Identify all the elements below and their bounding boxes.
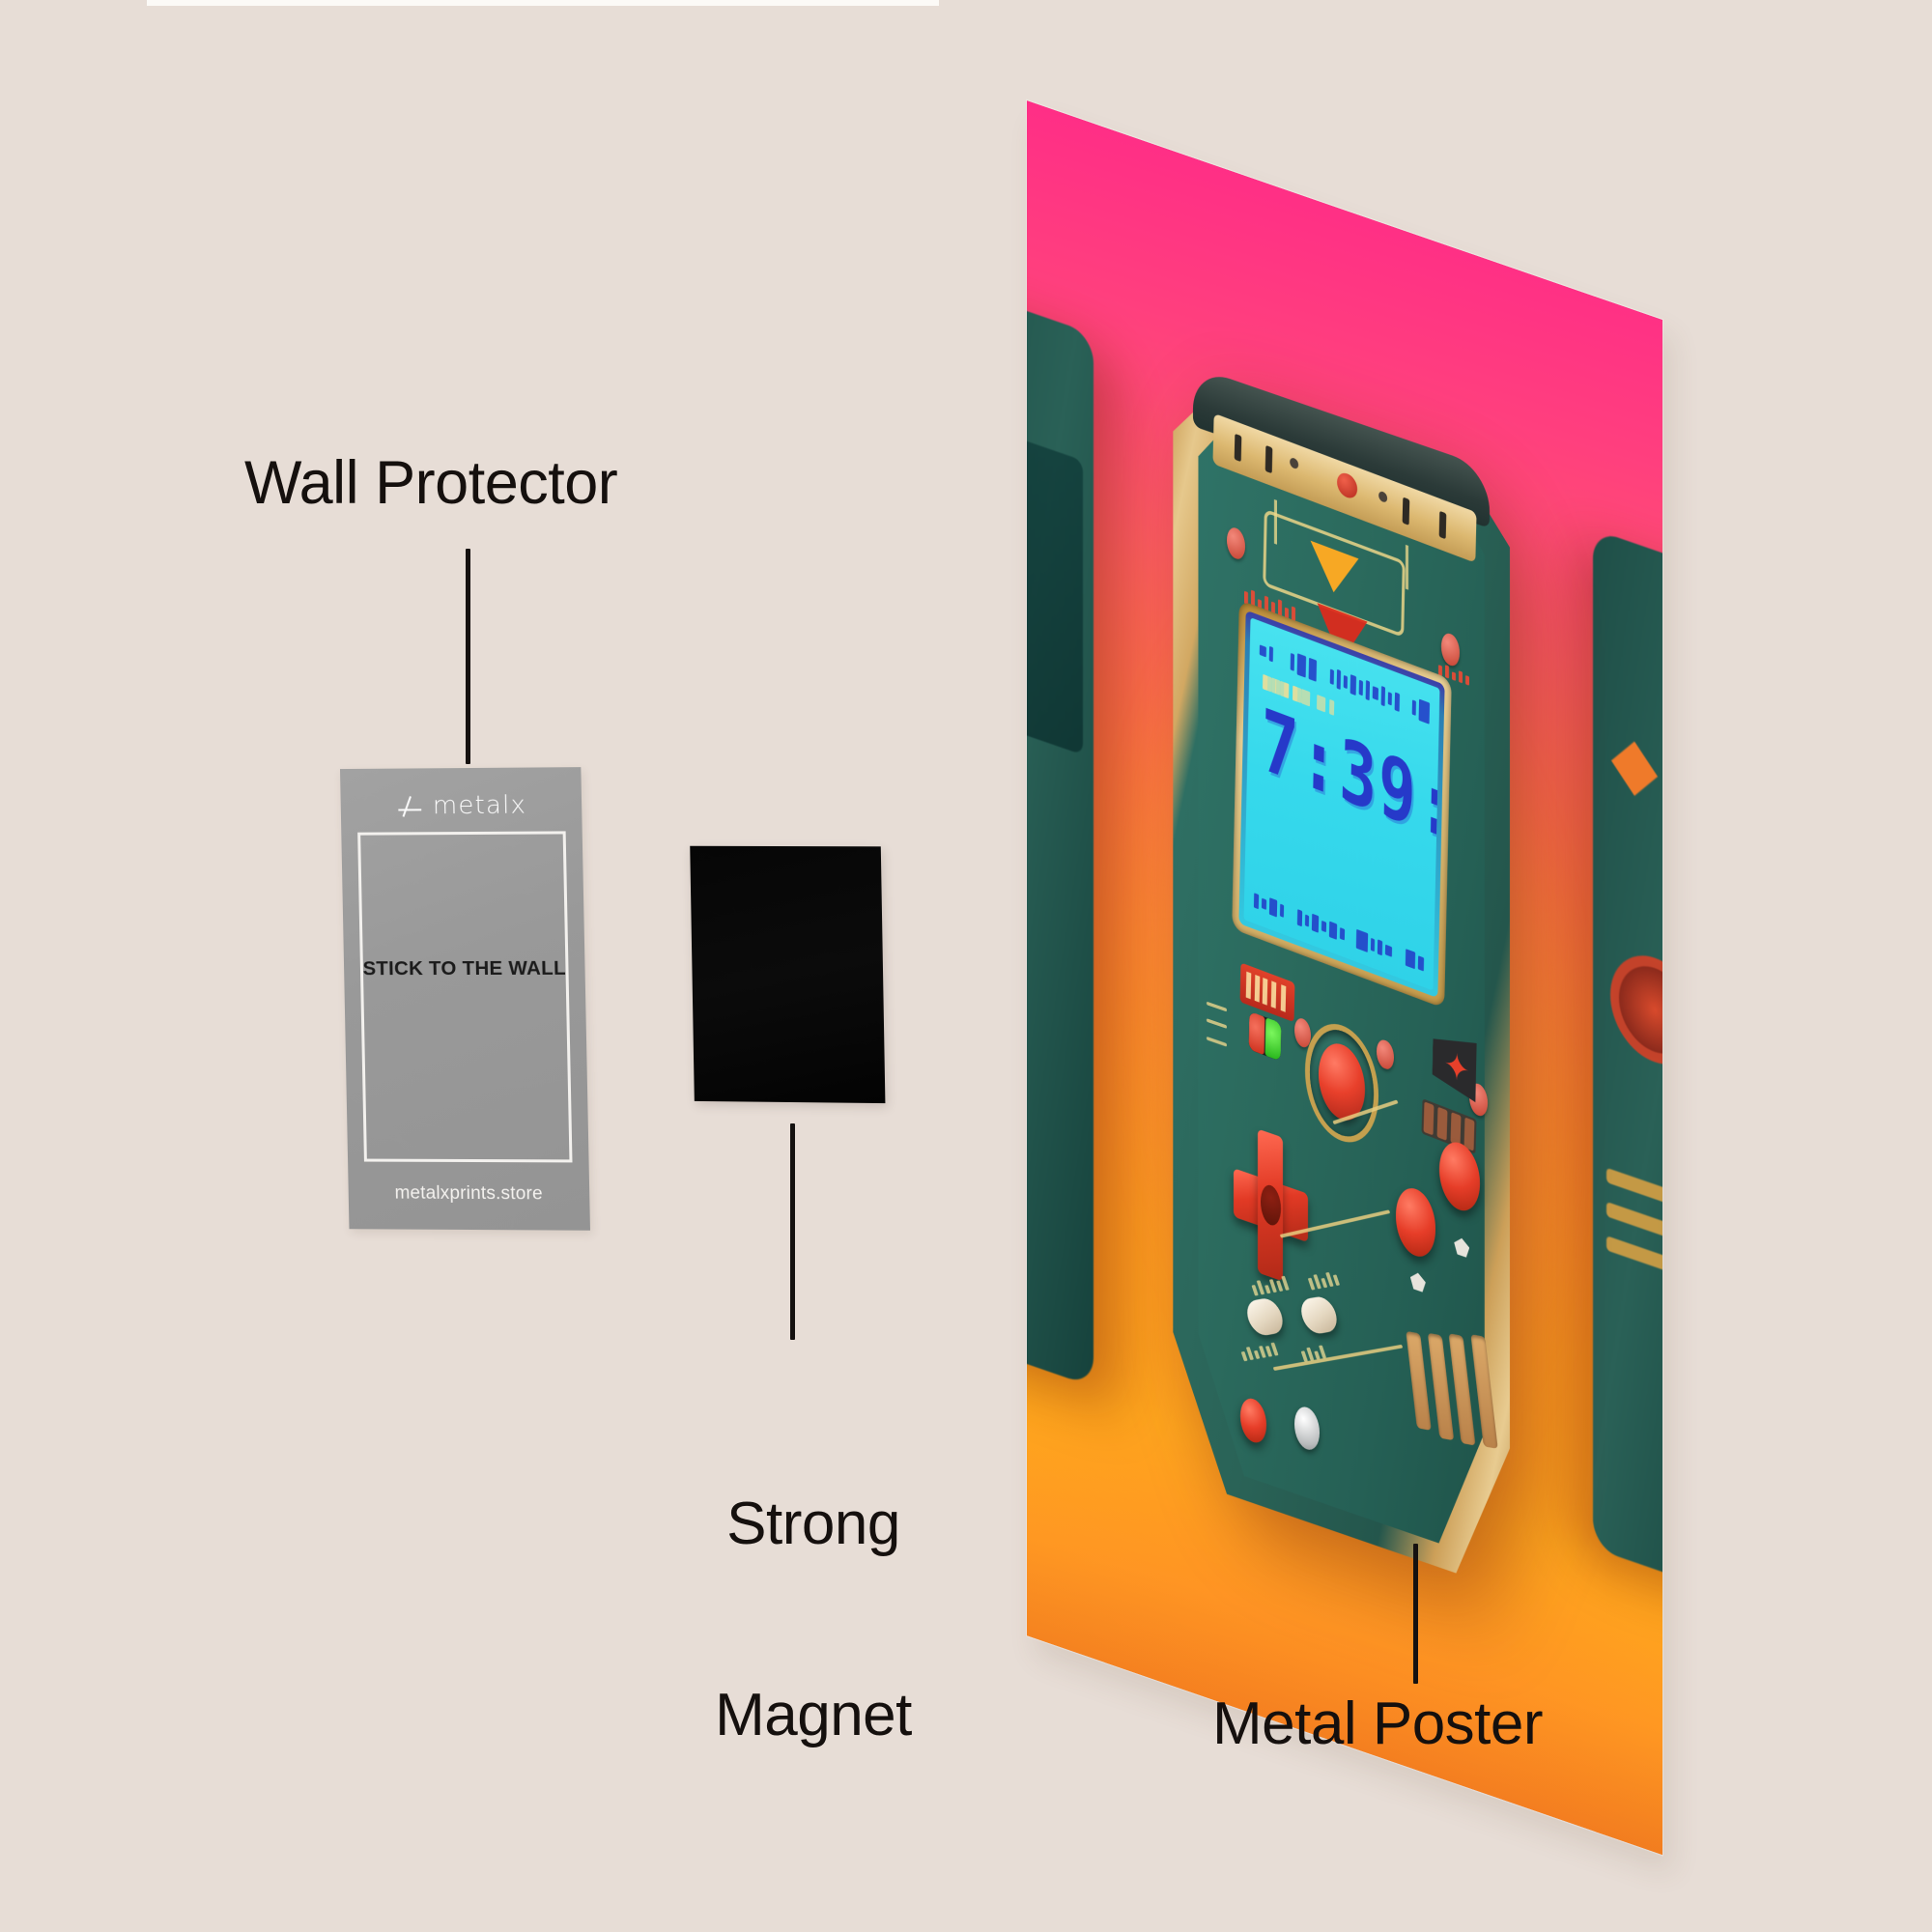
top-bar-slot-4 [1438,510,1447,540]
handheld-console: 7:39:8 [1173,366,1510,1592]
callout-label-strong-magnet-line2: Magnet [715,1681,912,1748]
star-icon: ✦ [1443,1041,1470,1093]
top-bar-slot-1 [1234,433,1242,463]
wall-protector-brand: metalx [432,790,527,821]
wall-protector-inner-frame [357,831,573,1163]
leader-line-wall-protector [466,549,470,764]
side-device-left [1027,278,1094,1387]
callout-label-strong-magnet-line1: Strong [726,1491,900,1558]
callout-label-strong-magnet: Strong Magnet [683,1366,944,1874]
wall-protector-logo-row: metalx [340,788,582,823]
toggle-green-indicator [1264,1016,1282,1062]
top-bar-slot-2 [1265,445,1273,474]
console-trace-v2 [1405,544,1408,590]
top-bar-dot-2 [1378,490,1388,504]
metalx-cross-icon [395,793,424,818]
side-device-left-screen [1027,420,1083,755]
emblem-triangle-icon [1310,540,1360,602]
strong-magnet-square [690,845,886,1104]
top-bar-dot-1 [1290,456,1299,470]
console-lcd-display: 7:39:8 [1243,617,1440,991]
side-device-right-trim [1599,551,1662,1579]
callout-label-wall-protector: Wall Protector [244,449,618,517]
top-bar-slot-3 [1402,497,1410,526]
callout-label-metal-poster: Metal Poster [1212,1690,1544,1757]
toggle-red-indicator [1248,1010,1265,1056]
wall-protector-card: metalx STICK TO THE WALL metalxprints.st… [339,767,590,1231]
console-trace-v1 [1273,498,1277,545]
wall-protector-cta-text: STICK TO THE WALL [362,956,567,980]
console-screen-inner-bezel: 7:39:8 [1238,610,1445,999]
side-device-right [1593,528,1662,1607]
wall-protector-url: metalxprints.store [394,1182,544,1205]
top-bar-led-indicator [1336,469,1358,502]
poster-artwork: 7:39:8 [1027,100,1662,1856]
console-dpad [1234,1121,1308,1290]
top-edge-strip [147,0,939,6]
leader-line-metal-poster [1413,1544,1418,1684]
leader-line-strong-magnet [790,1123,795,1340]
lcd-time-readout: 7:39:8 [1260,691,1440,878]
metal-poster-panel: 7:39:8 [1027,100,1662,1856]
